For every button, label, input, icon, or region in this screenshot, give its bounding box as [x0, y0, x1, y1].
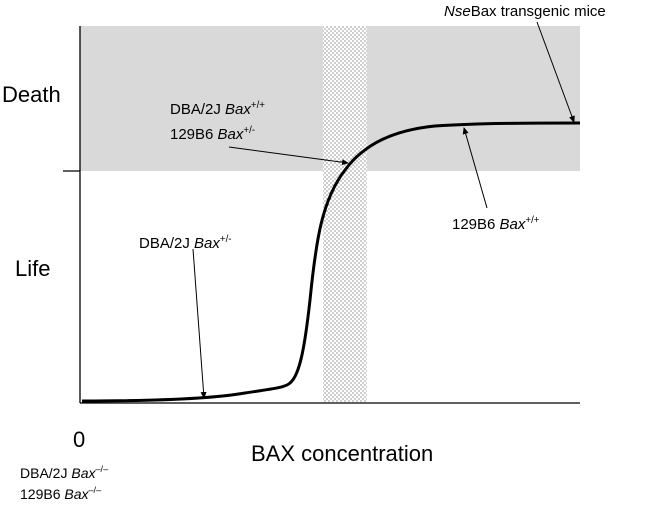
annotation-null-line2: 129B6 Bax–/–	[20, 485, 102, 502]
pointer-dba-wt	[228, 146, 349, 166]
pointer-dba-het	[192, 248, 207, 399]
annotation-part: Bax transgenic mice	[471, 3, 606, 20]
annotation-part: Bax	[194, 235, 220, 252]
pointer-b6-wt	[462, 127, 488, 209]
x-axis-label: BAX concentration	[251, 441, 433, 466]
annotation-part: Bax	[71, 465, 96, 481]
annotation-part: –/–	[89, 485, 103, 495]
annotation-null-line1: DBA/2J Bax–/–	[20, 464, 109, 481]
annotation-part: –/–	[95, 464, 109, 474]
annotation-part: DBA/2J	[20, 465, 71, 481]
annotation-part: Bax	[500, 216, 526, 233]
death-label: Death	[2, 82, 61, 107]
life-label: Life	[15, 256, 50, 281]
annotation-part: +/+	[251, 100, 265, 111]
annotation-part: 129B6	[170, 126, 218, 143]
annotation-part: Bax	[64, 486, 89, 502]
annotation-b6-wt: 129B6 Bax+/+	[452, 215, 540, 233]
annotation-part: +/-	[243, 125, 255, 136]
annotation-nse: NseBax transgenic mice	[444, 3, 606, 20]
annotation-part: DBA/2J	[170, 101, 225, 118]
annotation-dba-het: DBA/2J Bax+/-	[139, 234, 232, 252]
pointer-nse	[536, 21, 575, 123]
x-origin-label: 0	[73, 427, 85, 452]
annotation-part: 129B6	[452, 216, 500, 233]
annotation-part: DBA/2J	[139, 235, 194, 252]
annotation-part: +/-	[220, 234, 232, 245]
annotation-dba-wt-line2: 129B6 Bax+/-	[170, 125, 255, 143]
annotation-dba-wt-line1: DBA/2J Bax+/+	[170, 100, 265, 118]
threshold-band	[323, 26, 367, 402]
annotation-part: 129B6	[20, 486, 64, 502]
annotation-part: +/+	[525, 215, 539, 226]
annotation-part: Nse	[444, 3, 471, 20]
annotation-part: Bax	[225, 101, 251, 118]
annotation-part: Bax	[218, 126, 244, 143]
bax-response-curve	[81, 121, 581, 403]
